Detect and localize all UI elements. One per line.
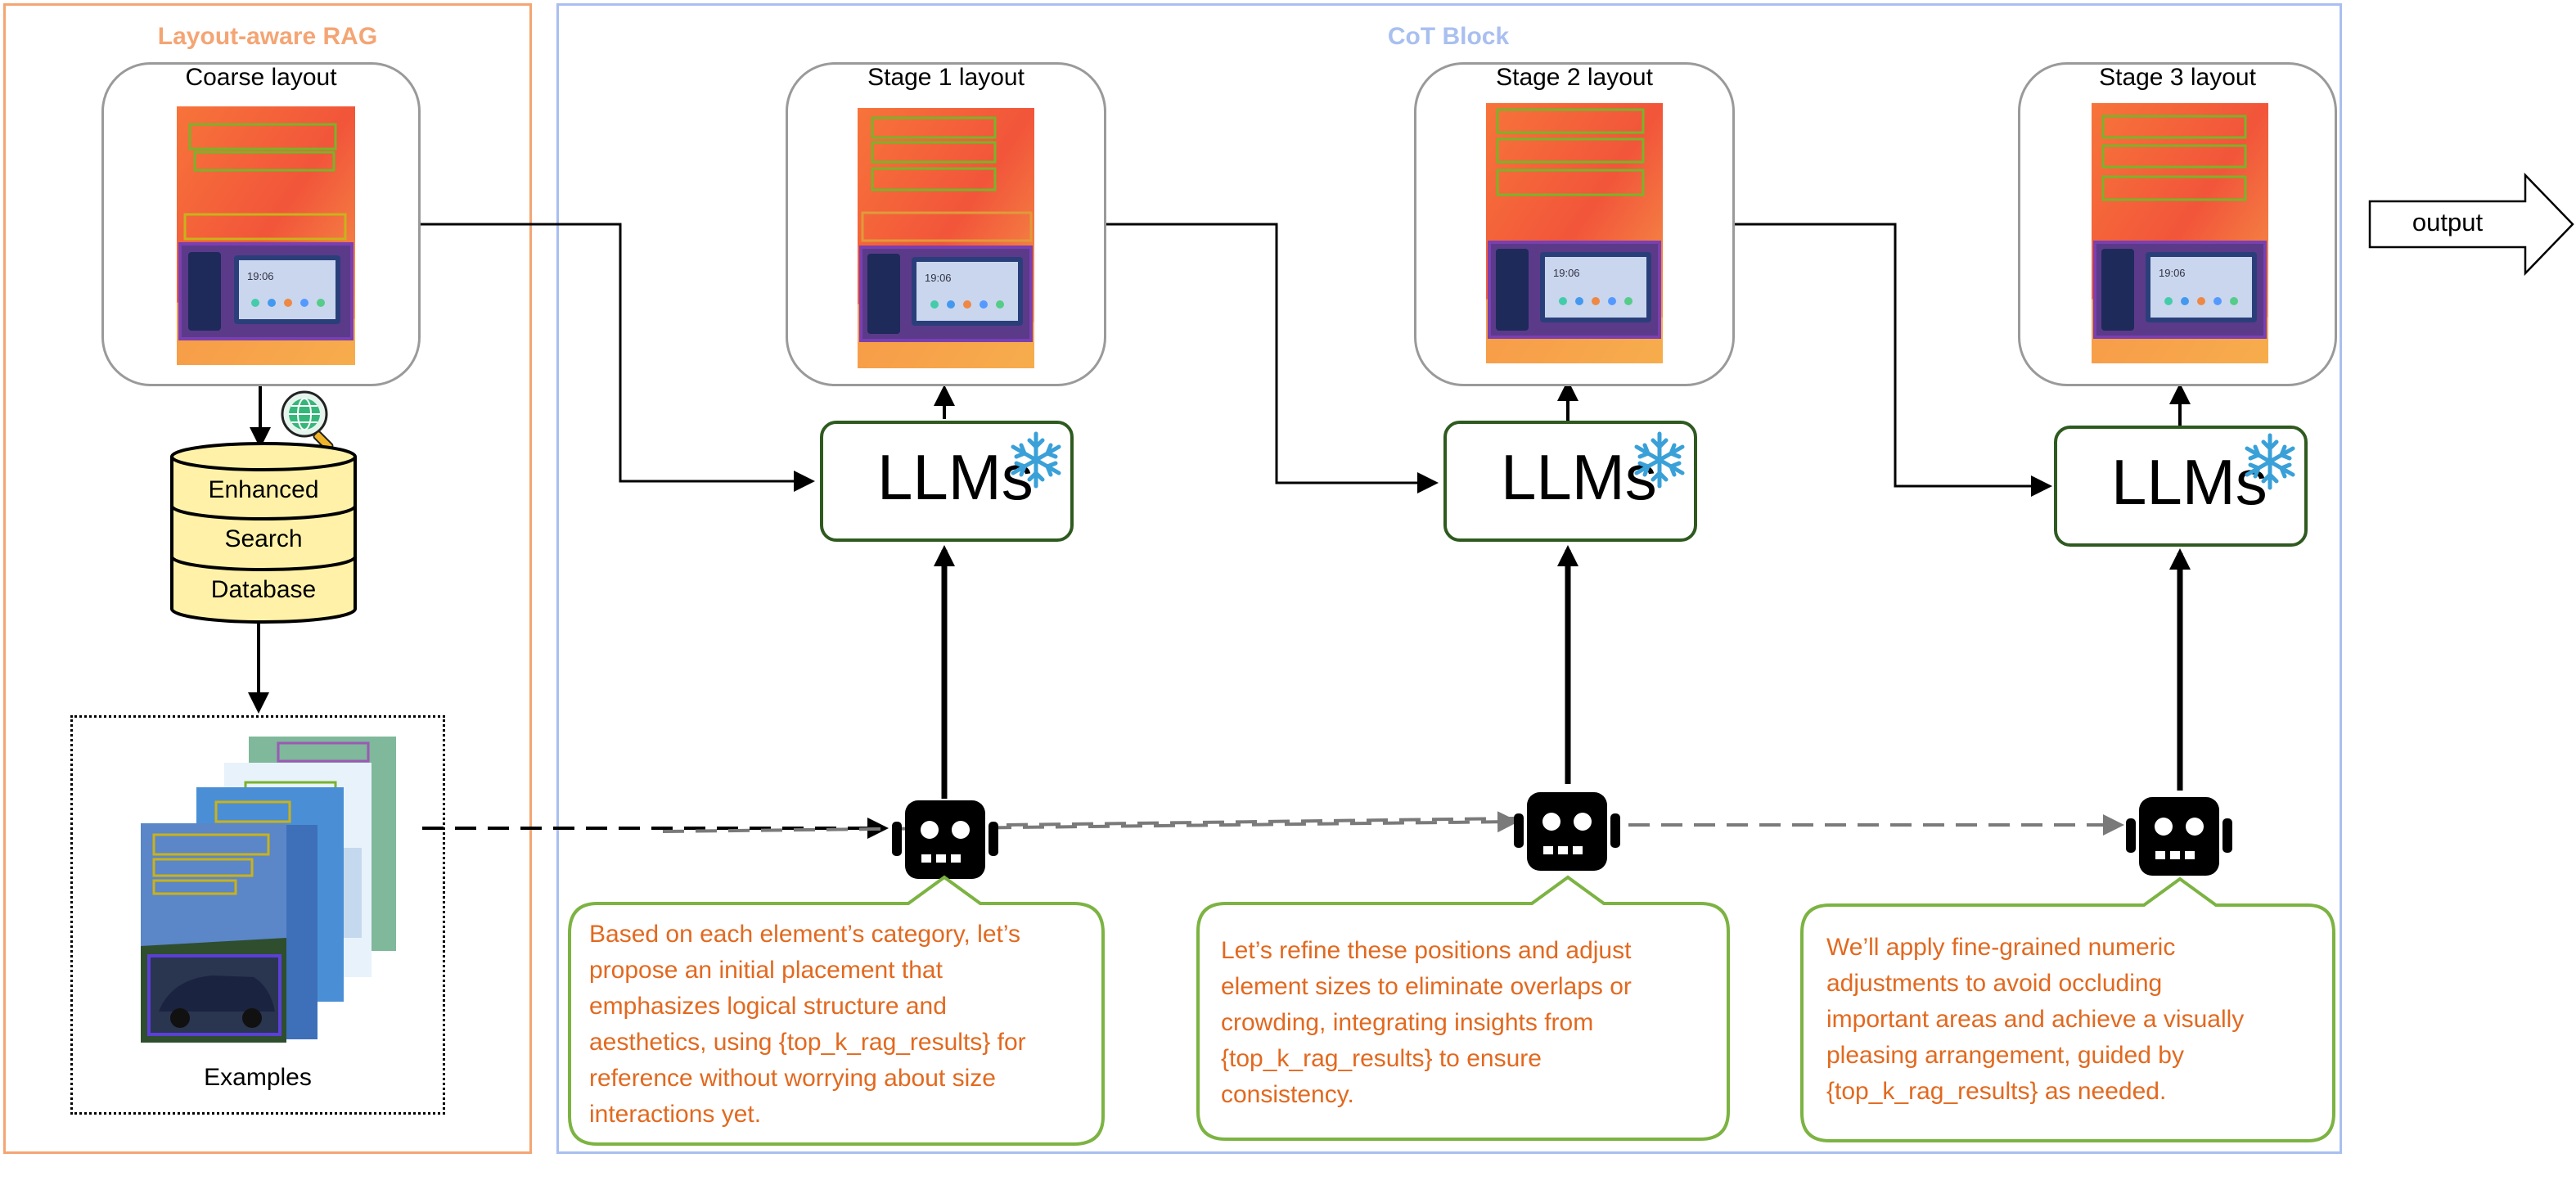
snowflake-icon: [1011, 431, 1061, 489]
stage2-layout-image: 19:06: [1486, 103, 1663, 363]
svg-text:19:06: 19:06: [925, 272, 952, 284]
prompt-line: important areas and achieve a visually: [1826, 1006, 2245, 1033]
stage3-layout-image: 19:06: [2092, 103, 2268, 363]
stage3-layout-title: Stage 3 layout: [2099, 64, 2256, 91]
robot-icon: [2126, 797, 2232, 876]
database-cylinder: [170, 442, 357, 624]
stage1-layout-image: 19:06: [858, 108, 1034, 368]
layout-aware-rag-panel: [3, 3, 532, 1154]
stage1-prompt-text: Based on each element’s category, let’s …: [589, 917, 1097, 1133]
prompt-line: interactions yet.: [589, 1101, 762, 1128]
coarse-layout-image: 19:06: [177, 106, 355, 365]
snowflake-icon: [1634, 431, 1685, 489]
prompt-line: Let’s refine these positions and adjust: [1221, 937, 1632, 964]
stage2-layout-title: Stage 2 layout: [1496, 64, 1653, 91]
stage3-speech-bubble: [1800, 876, 2335, 1142]
snowflake-icon: [2245, 433, 2295, 490]
database-line-1: Enhanced: [208, 476, 319, 503]
stage1-layout-title: Stage 1 layout: [867, 64, 1025, 91]
prompt-line: crowding, integrating insights from: [1221, 1009, 1594, 1036]
llm-stage1-box: LLMs: [820, 421, 1074, 542]
stage2-to-llm3-arrow: [1735, 223, 2052, 497]
prompt-line: element sizes to eliminate overlaps or: [1221, 973, 1632, 1000]
prompt-line: {top_k_rag_results} as needed.: [1826, 1078, 2167, 1105]
cot-block-panel: [556, 3, 2342, 1154]
robot1-to-robot2-dashed: [1006, 817, 1515, 827]
prompt-line: propose an initial placement that: [589, 957, 943, 984]
coarse-layout-title: Coarse layout: [185, 64, 337, 91]
output-label: output: [2412, 208, 2484, 237]
prompt-line: {top_k_rag_results} to ensure: [1221, 1045, 1542, 1072]
globe-search-icon: [281, 390, 334, 452]
prompt-line: We’ll apply fine-grained numeric: [1826, 934, 2176, 961]
llm-stage3-label: LLMs: [2111, 446, 2268, 518]
prompt-line: Based on each element’s category, let’s: [589, 921, 1020, 948]
stage1-speech-bubble: [568, 875, 1105, 1146]
database-line-2: Search: [224, 525, 303, 552]
prompt-line: aesthetics, using {top_k_rag_results} fo…: [589, 1029, 1026, 1056]
stage3-prompt-text: We’ll apply fine-grained numeric adjustm…: [1826, 930, 2326, 1110]
stage2-speech-bubble: [1196, 875, 1730, 1141]
prompt-line: emphasizes logical structure and: [589, 993, 947, 1020]
examples-image-stack: [141, 737, 396, 1043]
prompt-line: consistency.: [1221, 1081, 1354, 1108]
svg-text:19:06: 19:06: [1553, 267, 1580, 279]
prompt-line: pleasing arrangement, guided by: [1826, 1042, 2184, 1069]
output-arrow-shape: [2368, 172, 2574, 277]
coarse-to-llm1-arrow: [421, 223, 815, 492]
svg-text:19:06: 19:06: [2159, 267, 2186, 279]
examples-box: [70, 715, 445, 1115]
database-line-3: Database: [210, 576, 317, 603]
stage1-to-llm2-arrow: [1106, 223, 1439, 493]
examples-to-robot2-arrow: [662, 811, 1519, 833]
robot-icon: [892, 800, 998, 879]
cot-panel-title: CoT Block: [1387, 23, 1510, 50]
prompt-line: adjustments to avoid occluding: [1826, 970, 2163, 997]
stage2-prompt-text: Let’s refine these positions and adjust …: [1221, 933, 1720, 1113]
llm-stage1-label: LLMs: [877, 441, 1034, 513]
examples-label: Examples: [204, 1064, 312, 1091]
rag-panel-title: Layout-aware RAG: [157, 23, 378, 50]
llm-stage2-label: LLMs: [1501, 441, 1657, 513]
svg-text:19:06: 19:06: [247, 270, 274, 282]
robot-icon: [1514, 792, 1620, 871]
prompt-line: reference without worrying about size: [589, 1065, 996, 1092]
